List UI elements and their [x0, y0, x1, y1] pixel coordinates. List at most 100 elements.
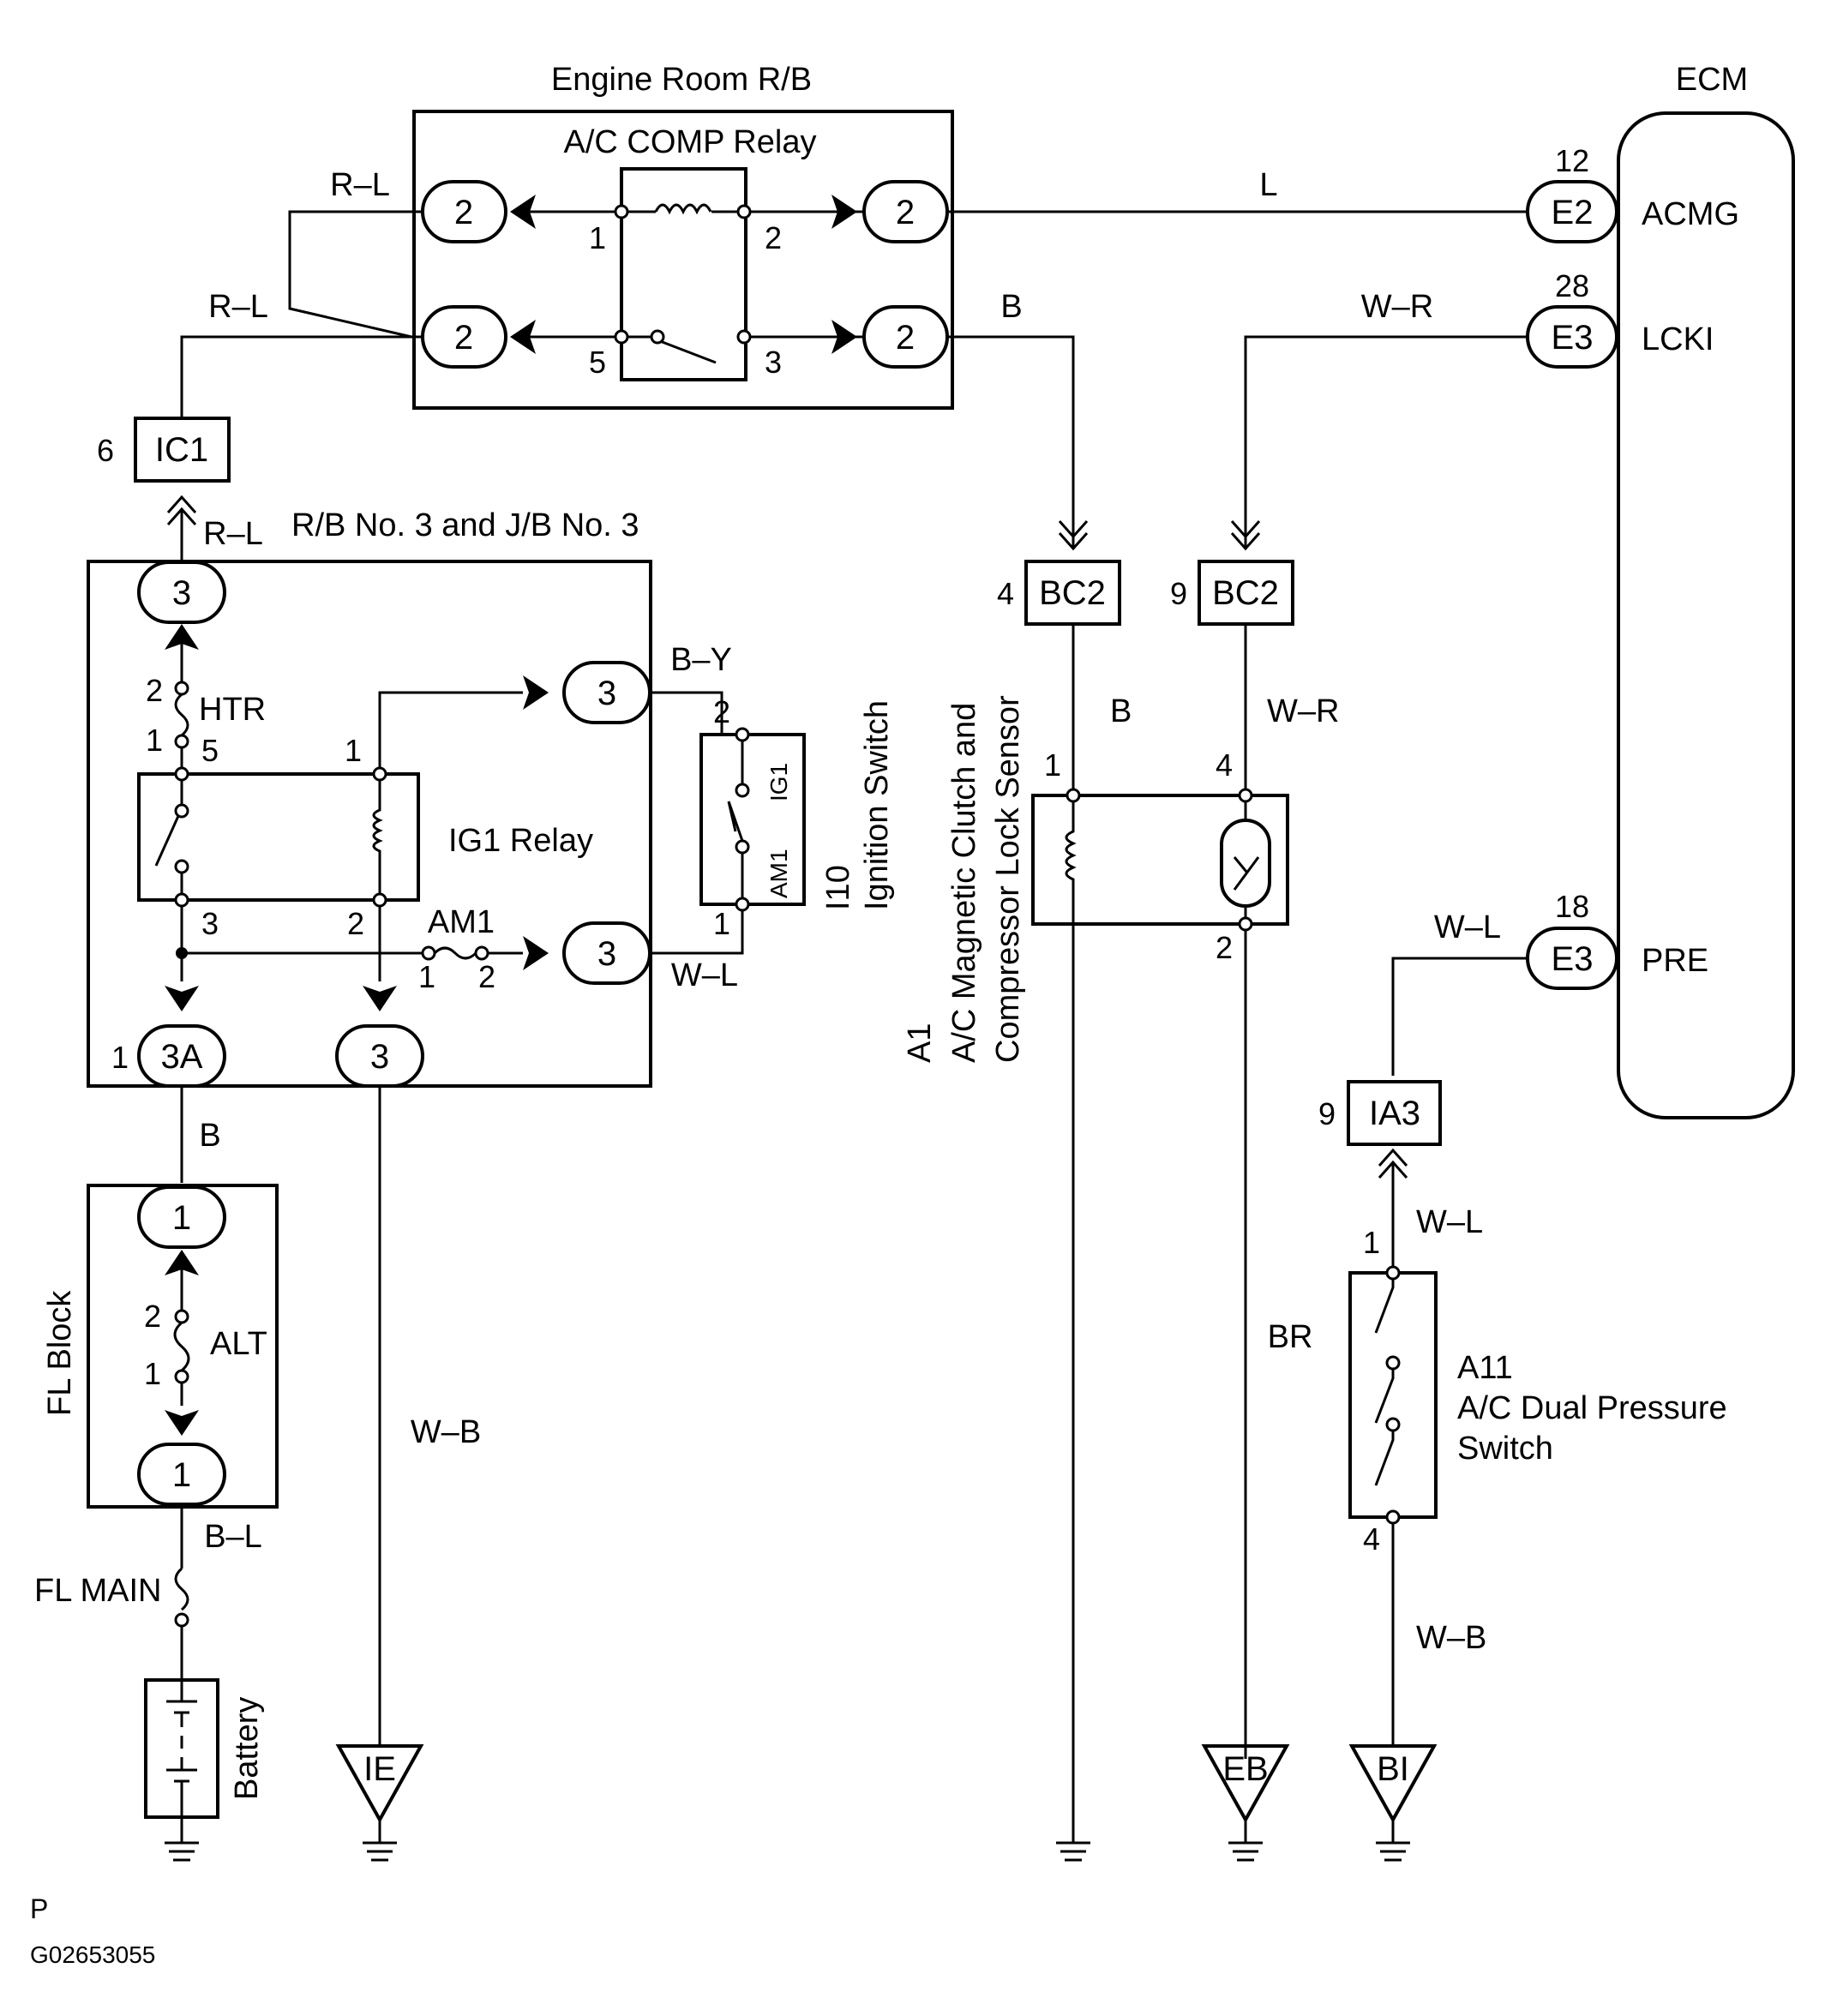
ecm-connector-e2 — [1526, 180, 1618, 243]
chevron-down-icon — [165, 986, 199, 1011]
wire-label: B — [1110, 693, 1132, 729]
connector-pill-label: 2 — [454, 194, 473, 231]
chevron-right-icon — [523, 675, 549, 710]
htr-label: HTR — [199, 692, 266, 728]
a11-name-line2: Switch — [1457, 1431, 1553, 1467]
a1-pin-1: 1 — [1044, 747, 1061, 783]
a11-pin-4: 4 — [1363, 1521, 1380, 1557]
a1-name-line2: Compressor Lock Sensor — [990, 695, 1026, 1063]
wire-label: B–Y — [670, 642, 732, 678]
connector-pill — [137, 561, 226, 624]
connector-label: IA3 — [1369, 1095, 1420, 1132]
ground-bi — [1348, 1744, 1438, 1824]
ecm-pin-number: 18 — [1555, 889, 1589, 924]
ignition-switch-symbol — [727, 741, 744, 898]
ecm-signal-acmg: ACMG — [1642, 196, 1739, 232]
ecm-connector-label: E2 — [1552, 194, 1594, 231]
ig1-coil-symbol — [372, 780, 383, 894]
connector-pill-label: 3A — [161, 1038, 203, 1076]
ecm-connector-label: E3 — [1552, 319, 1594, 357]
htr-fuse-symbol — [174, 693, 189, 737]
connector-label: BC2 — [1039, 574, 1106, 612]
htr-pin-1: 1 — [146, 723, 163, 758]
connector-mark-icon — [1058, 520, 1089, 551]
ground-icon — [1056, 1841, 1090, 1862]
wire-wr — [1244, 335, 1528, 549]
wire-label: W–B — [411, 1414, 481, 1450]
htr-pin-2: 2 — [146, 673, 163, 708]
am1-fuse-symbol — [433, 946, 477, 960]
am1-pin-1: 1 — [418, 959, 435, 994]
rb3-jb3-title: R/B No. 3 and J/B No. 3 — [291, 507, 639, 543]
engine-room-rb-box — [412, 110, 954, 410]
wire-label: L — [1259, 167, 1277, 203]
pressure-switch-symbol — [1374, 1279, 1395, 1486]
wire-label: W–L — [1416, 1204, 1483, 1240]
chevron-left-icon — [510, 195, 536, 229]
ignition-switch-name: Ignition Switch — [859, 700, 895, 910]
connector-pill-label: 2 — [896, 194, 915, 231]
chevron-up-icon — [165, 624, 199, 650]
ac-comp-relay-title: A/C COMP Relay — [564, 124, 817, 160]
ignition-switch-id: I10 — [820, 865, 856, 910]
ign-pin-1: 1 — [713, 906, 730, 941]
wire-label: B–L — [204, 1519, 262, 1555]
wire-b-relay — [947, 335, 1075, 549]
ecm-signal-pre: PRE — [1642, 943, 1708, 979]
wire-label: W–L — [671, 957, 738, 993]
alt-fuse-symbol — [173, 1321, 190, 1372]
connector-pill — [137, 1185, 226, 1249]
wire-label: W–B — [1416, 1620, 1486, 1656]
chevron-down-icon — [363, 986, 397, 1011]
a1-component-box — [1031, 794, 1289, 926]
ground-icon — [165, 1817, 199, 1862]
ecm-pin-number: 12 — [1555, 143, 1589, 178]
relay-coil-symbol — [654, 203, 712, 215]
relay-pin-1: 1 — [589, 220, 606, 255]
ecm-signal-lcki: LCKI — [1642, 321, 1714, 357]
connector-pin: 9 — [1318, 1096, 1336, 1131]
chevron-right-icon — [831, 195, 857, 229]
a11-id: A11 — [1457, 1350, 1513, 1386]
a11-name-line1: A/C Dual Pressure — [1457, 1390, 1727, 1426]
connector-pin: 4 — [997, 576, 1014, 611]
ign-pin-2: 2 — [713, 694, 730, 729]
wire-label: R–L — [330, 167, 390, 203]
chevron-right-icon — [831, 320, 857, 354]
chevron-up-icon — [165, 1250, 199, 1275]
ground-label: EB — [1222, 1750, 1268, 1788]
relay-pin-2: 2 — [765, 220, 782, 255]
ground-ie — [335, 1744, 424, 1824]
ecm-title: ECM — [1676, 62, 1748, 98]
relay-pin-5: 5 — [589, 345, 606, 380]
ig1-pin-5: 5 — [201, 733, 219, 768]
clutch-coil-symbol — [1065, 801, 1077, 1843]
ground-eb — [1201, 1744, 1290, 1824]
a1-pin-2: 2 — [1216, 930, 1233, 965]
a1-id: A1 — [902, 1023, 938, 1063]
wire-rl-feed — [180, 335, 411, 418]
lock-sensor-symbol — [1220, 819, 1271, 908]
battery-icon — [166, 1680, 197, 1817]
ignition-switch-box — [699, 733, 806, 906]
ig1-pin-1: 1 — [345, 733, 362, 768]
chevron-right-icon — [523, 936, 549, 970]
fl-main-label: FL MAIN — [34, 1573, 162, 1609]
ign-terminal-am1: AM1 — [765, 849, 792, 898]
wire-label: R–L — [208, 289, 268, 325]
connector-pin: 1 — [111, 1040, 129, 1075]
connector-pin: 9 — [1170, 576, 1187, 611]
alt-label: ALT — [210, 1326, 267, 1362]
a11-pin-1: 1 — [1363, 1225, 1380, 1260]
connector-pill-label: 3 — [597, 675, 616, 712]
ig1-switch-symbol — [154, 780, 183, 894]
a1-pin-4: 4 — [1216, 747, 1233, 783]
connector-pill-label: 1 — [172, 1199, 191, 1237]
chevron-down-icon — [165, 1410, 199, 1436]
wire-wl-pre — [1391, 957, 1528, 1076]
connector-pin: 6 — [97, 433, 114, 468]
connector-ic1 — [134, 417, 231, 483]
footer-figure-code: G02653055 — [30, 1941, 155, 1968]
a11-component-box — [1348, 1271, 1438, 1519]
